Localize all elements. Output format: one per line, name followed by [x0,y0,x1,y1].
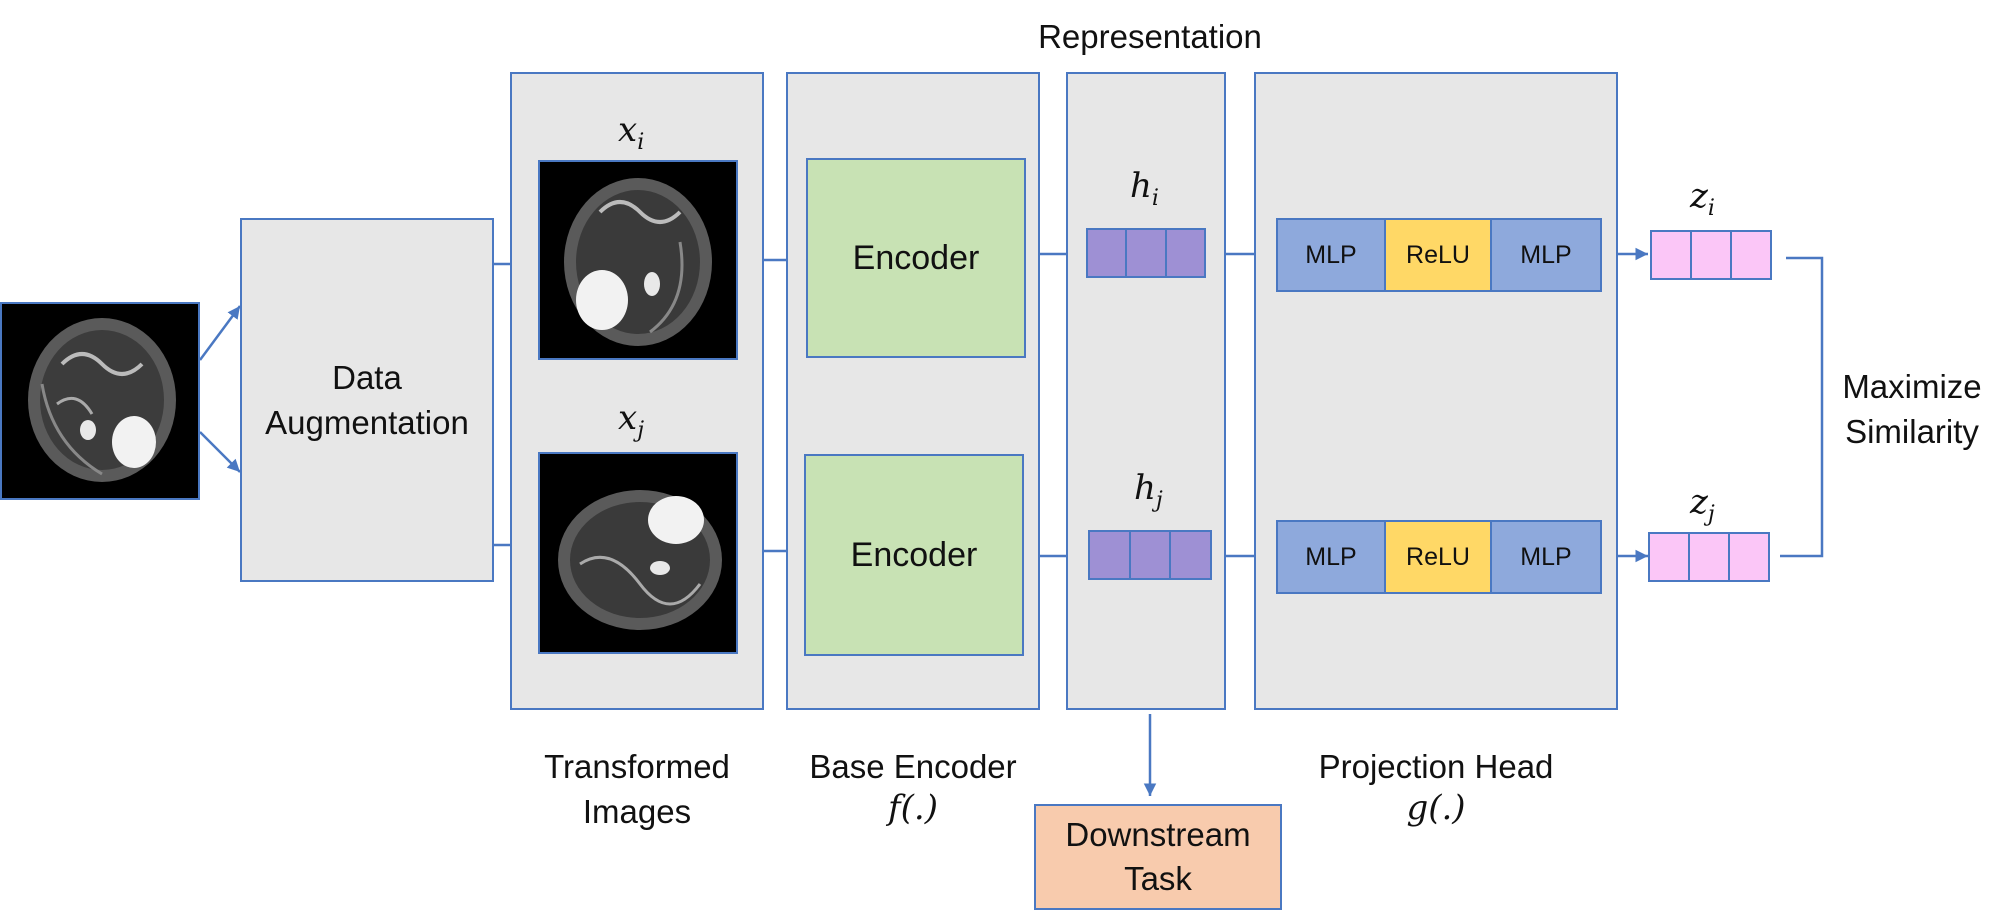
representation-title: Representation [1038,18,1262,55]
hj-label: hj [1134,468,1163,513]
hj-cell [1169,530,1213,580]
zj-cell [1728,532,1770,582]
downstream-task-box: Downstream Task [1034,804,1282,910]
relu-block: ReLU [1384,218,1492,292]
hj-cell [1128,530,1172,580]
arrow-input-to-aug-top [198,305,242,361]
hi-cell [1086,228,1128,278]
xi-label: xi [618,110,645,155]
xi-image [538,160,738,360]
hi-vector [1086,228,1206,278]
zj-cell [1648,532,1690,582]
mlp-block: MLP [1490,218,1602,292]
projection-top: MLP ReLU MLP [1276,218,1602,292]
input-mri-image [0,302,200,500]
mlp-block: MLP [1490,520,1602,594]
projection-head-fn: g(.) [1406,788,1466,828]
zi-label: zi [1690,176,1715,221]
projection-bottom: MLP ReLU MLP [1276,520,1602,594]
hi-cell [1164,228,1206,278]
similarity-bracket [1780,256,1824,558]
hi-label: hi [1130,166,1159,211]
zi-vector [1650,230,1772,280]
zi-cell [1690,230,1732,280]
zi-cell [1730,230,1772,280]
xj-image [538,452,738,654]
encoder-top: Encoder [806,158,1026,358]
arrow-input-to-aug-bottom [199,431,241,473]
mlp-block: MLP [1276,520,1386,594]
hj-cell [1088,530,1131,580]
mlp-block: MLP [1276,218,1386,292]
transformed-images-label: Transformed Images [544,748,730,830]
zi-cell [1650,230,1692,280]
relu-block: ReLU [1384,520,1492,594]
zj-vector [1648,532,1770,582]
data-augmentation-box: Data Augmentation [240,218,494,582]
maximize-similarity-label: Maximize Similarity [1842,368,1982,450]
hi-cell [1125,228,1167,278]
encoder-bottom: Encoder [804,454,1024,656]
projection-head-panel [1254,72,1618,710]
hj-vector [1088,530,1213,580]
base-encoder-fn: f(.) [888,788,938,828]
zj-cell [1688,532,1730,582]
zj-label: zj [1690,482,1715,527]
representation-panel [1066,72,1226,710]
projection-head-label: Projection Head [1318,748,1554,785]
xj-label: xj [618,398,645,443]
base-encoder-label: Base Encoder [809,748,1017,785]
